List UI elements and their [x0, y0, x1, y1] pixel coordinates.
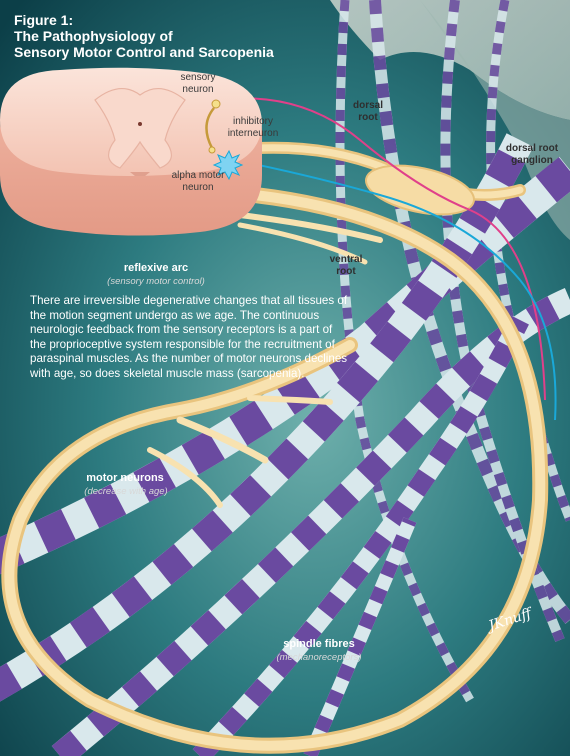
label-sensory-neuron-line-1: sensory — [180, 72, 216, 83]
label-alpha-motor-neuron-line-2: neuron — [182, 182, 214, 193]
label-reflexive-arc-sub: (sensory motor control) — [107, 276, 205, 287]
label-alpha-motor-neuron-line-1: alpha motor — [171, 170, 225, 181]
limb-shape — [330, 0, 570, 120]
sensory-neuron-cell — [211, 99, 221, 109]
label-spindle-fibres: spindle fibres — [283, 638, 355, 650]
body-paragraph: There are irreversible degenerative chan… — [30, 294, 348, 380]
label-inhibitory-interneuron-line-1: inhibitory — [232, 116, 274, 127]
sensory-pathway — [217, 97, 546, 401]
label-reflexive-arc: reflexive arc — [123, 262, 189, 274]
motor-pathway — [224, 157, 557, 421]
spinal-cord — [0, 67, 262, 236]
label-dorsal-root-line-2: root — [358, 112, 378, 123]
label-dorsal-root-ganglion-line-2: ganglion — [511, 155, 553, 166]
label-motor-neurons-sub: (decrease with age) — [84, 486, 168, 497]
interneuron-axon — [205, 107, 215, 149]
label-ventral-root-line-2: root — [336, 266, 356, 277]
label-motor-neurons: motor neurons — [86, 472, 164, 484]
label-ventral-root-line-1: ventral — [329, 254, 363, 265]
figure-number: Figure 1: — [14, 12, 74, 28]
label-sensory-neuron-line-2: neuron — [182, 84, 214, 95]
label-alpha-motor-neuron: alpha motor neuron — [160, 170, 236, 194]
label-inhibitory-interneuron-line-2: interneuron — [227, 128, 279, 139]
label-dorsal-root-line-1: dorsal — [352, 100, 383, 111]
label-inhibitory-interneuron: inhibitory interneuron — [216, 116, 290, 140]
interneuron-cell — [208, 146, 216, 154]
alpha-motor-neuron-cell — [212, 149, 244, 181]
figure-title-line-1: The Pathophysiology of — [14, 28, 173, 44]
label-sensory-neuron: sensory neuron — [166, 72, 230, 96]
label-dorsal-root-ganglion: dorsal root ganglion — [496, 143, 568, 167]
label-dorsal-root: dorsal root — [340, 100, 396, 124]
label-spindle-fibres-sub: (mechanoreceptors) — [276, 652, 362, 663]
label-ventral-root: ventral root — [318, 254, 374, 278]
label-dorsal-root-ganglion-line-1: dorsal root — [505, 143, 559, 154]
figure-title-line-2: Sensory Motor Control and Sarcopenia — [14, 44, 274, 60]
dorsal-root-ganglion — [365, 164, 475, 216]
